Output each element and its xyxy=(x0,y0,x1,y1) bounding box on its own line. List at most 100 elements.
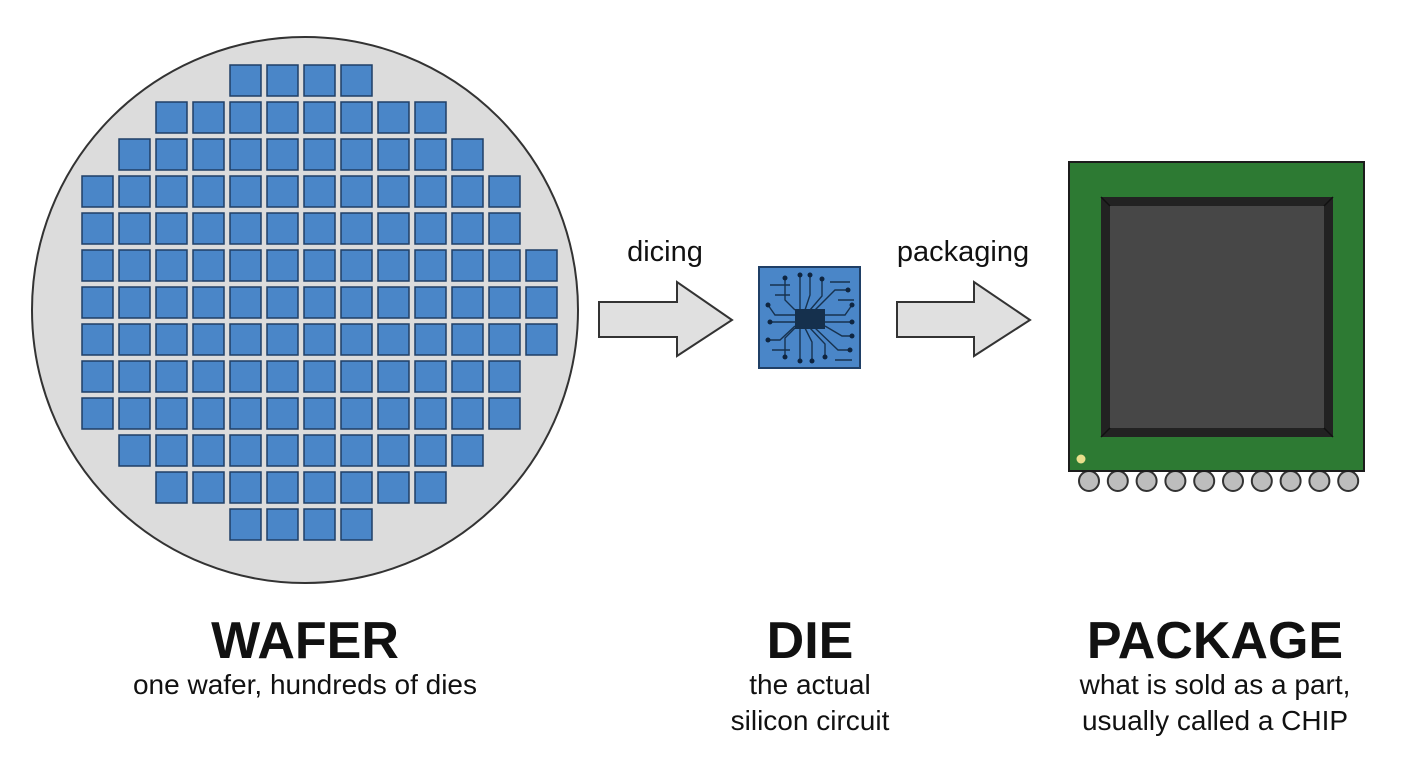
wafer-die xyxy=(81,175,114,208)
wafer-die xyxy=(155,471,188,504)
wafer-die xyxy=(525,286,558,319)
wafer-die xyxy=(229,286,262,319)
wafer-die xyxy=(229,397,262,430)
wafer-die xyxy=(377,434,410,467)
wafer-die xyxy=(118,323,151,356)
dicing-label: dicing xyxy=(627,236,703,268)
wafer-die xyxy=(192,397,225,430)
wafer-die xyxy=(303,101,336,134)
die xyxy=(758,266,861,369)
wafer-die xyxy=(118,434,151,467)
wafer-die xyxy=(118,175,151,208)
wafer-die xyxy=(155,323,188,356)
wafer-die xyxy=(377,397,410,430)
wafer-die xyxy=(192,249,225,282)
wafer-die xyxy=(81,397,114,430)
wafer-die xyxy=(414,360,447,393)
wafer-die xyxy=(377,101,410,134)
wafer-die xyxy=(377,212,410,245)
wafer-die xyxy=(192,286,225,319)
wafer-die xyxy=(340,471,373,504)
wafer-die xyxy=(340,101,373,134)
wafer-die xyxy=(414,249,447,282)
wafer-die xyxy=(414,323,447,356)
wafer-die xyxy=(414,175,447,208)
dicing-arrow xyxy=(598,280,734,358)
package-pin xyxy=(1135,470,1158,492)
wafer-die xyxy=(451,323,484,356)
wafer-die xyxy=(118,360,151,393)
package-pin xyxy=(1279,470,1302,492)
wafer-die xyxy=(303,212,336,245)
wafer-die xyxy=(81,323,114,356)
wafer-die xyxy=(340,138,373,171)
wafer-die xyxy=(155,249,188,282)
wafer-die xyxy=(118,397,151,430)
wafer-die xyxy=(340,397,373,430)
wafer-die xyxy=(303,397,336,430)
wafer-die xyxy=(81,212,114,245)
package-caption-line2: usually called a CHIP xyxy=(1082,705,1348,736)
wafer-die xyxy=(451,249,484,282)
wafer-die xyxy=(340,175,373,208)
wafer-die xyxy=(229,175,262,208)
wafer-die xyxy=(340,434,373,467)
wafer-die xyxy=(451,434,484,467)
wafer-die xyxy=(414,471,447,504)
wafer-die xyxy=(340,323,373,356)
wafer-die xyxy=(266,323,299,356)
wafer-die xyxy=(377,175,410,208)
die-circuit-traces xyxy=(767,276,854,361)
wafer-die xyxy=(266,397,299,430)
wafer-die xyxy=(451,212,484,245)
wafer-die xyxy=(229,212,262,245)
wafer-die xyxy=(266,508,299,541)
wafer-die xyxy=(340,286,373,319)
package-pin xyxy=(1078,470,1100,492)
package-pin xyxy=(1250,470,1273,492)
wafer-die xyxy=(192,471,225,504)
wafer-die xyxy=(414,212,447,245)
wafer-die xyxy=(488,323,521,356)
wafer-caption: one wafer, hundreds of dies xyxy=(133,669,477,700)
wafer-die xyxy=(451,138,484,171)
wafer-die xyxy=(266,64,299,97)
wafer-die xyxy=(451,360,484,393)
package-pins xyxy=(1078,470,1360,492)
wafer-die xyxy=(414,286,447,319)
pin1-marker-icon xyxy=(1076,454,1086,464)
wafer-die xyxy=(414,101,447,134)
wafer-die xyxy=(266,286,299,319)
die-bond-pads xyxy=(765,272,855,364)
wafer-die xyxy=(488,360,521,393)
wafer-die xyxy=(303,323,336,356)
wafer-die xyxy=(81,360,114,393)
wafer-die xyxy=(229,434,262,467)
package-pin xyxy=(1164,470,1187,492)
wafer-die xyxy=(340,360,373,393)
wafer-die xyxy=(266,360,299,393)
package-pin xyxy=(1193,470,1216,492)
wafer-die xyxy=(266,175,299,208)
wafer-die xyxy=(229,471,262,504)
wafer-die xyxy=(229,508,262,541)
wafer-die xyxy=(155,286,188,319)
wafer-die xyxy=(488,286,521,319)
die-caption-line2: silicon circuit xyxy=(731,705,890,736)
wafer-die xyxy=(266,101,299,134)
wafer-die xyxy=(303,249,336,282)
package-lid-inner xyxy=(1110,206,1324,428)
wafer-die xyxy=(303,508,336,541)
package-caption-line1: what is sold as a part, xyxy=(1079,669,1351,700)
wafer-die xyxy=(303,64,336,97)
wafer-die xyxy=(377,249,410,282)
wafer-title: WAFER xyxy=(211,612,399,670)
arrow-right-icon xyxy=(598,280,734,358)
wafer-die xyxy=(81,286,114,319)
die-title: DIE xyxy=(767,612,854,670)
wafer-die xyxy=(340,508,373,541)
wafer-die xyxy=(118,212,151,245)
wafer-die xyxy=(192,360,225,393)
wafer-die xyxy=(266,434,299,467)
die-core-chip xyxy=(795,309,825,329)
